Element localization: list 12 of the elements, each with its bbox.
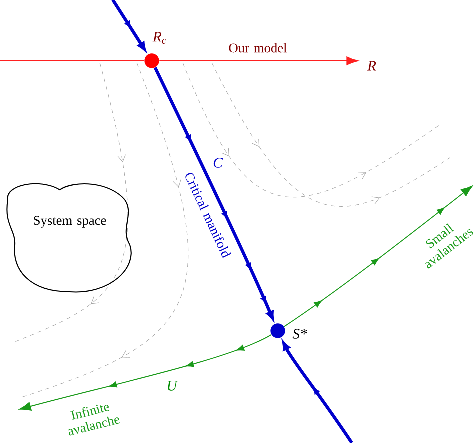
point-label: R$_{c}$ xyxy=(152,32,166,44)
arrow xyxy=(20,334,272,411)
arrow xyxy=(284,186,473,328)
point-dot xyxy=(270,324,286,338)
edge-label: Infinite avalanche xyxy=(68,404,120,436)
edge-label: Our model xyxy=(229,43,287,53)
point-label: S* xyxy=(292,329,308,339)
arrow xyxy=(159,56,358,66)
point-dot xyxy=(144,54,160,68)
system-space-blob: System space xyxy=(6,183,132,293)
axis-label: R xyxy=(367,61,376,71)
axis-label: U xyxy=(168,381,178,391)
